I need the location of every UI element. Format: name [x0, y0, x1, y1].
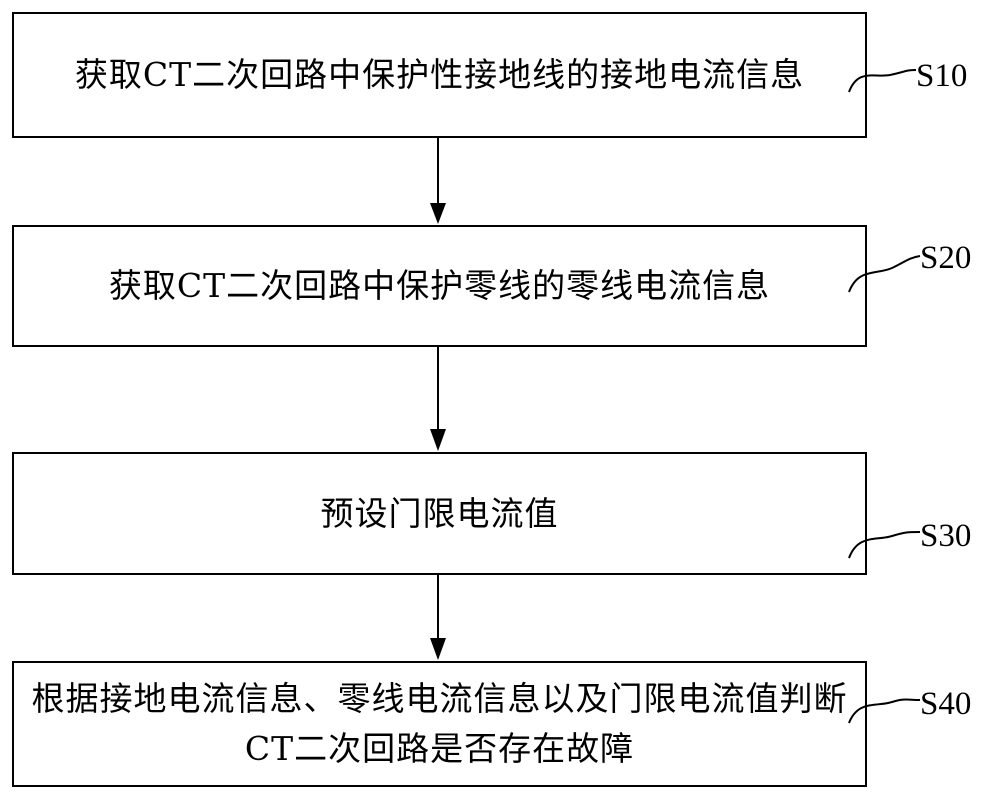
step-text-s40: 根据接地电流信息、零线电流信息以及门限电流值判断CT二次回路是否存在故障 — [31, 679, 848, 768]
leader-line-s10 — [848, 69, 917, 93]
step-text-s10: 获取CT二次回路中保护性接地线的接地电流信息 — [74, 55, 805, 94]
leader-line-s30 — [848, 531, 921, 559]
leader-line-s40 — [848, 698, 921, 724]
step-box-s30: 预设门限电流值 — [12, 452, 867, 575]
flow-arrow-s30-s40 — [430, 575, 446, 660]
step-label-s20: S20 — [920, 240, 972, 276]
flow-arrow-s10-s20 — [430, 138, 446, 224]
step-label-s40: S40 — [920, 686, 972, 722]
step-label-s30: S30 — [920, 518, 972, 554]
leader-line-s20 — [848, 255, 921, 293]
step-box-s10: 获取CT二次回路中保护性接地线的接地电流信息 — [12, 12, 867, 138]
step-label-s10: S10 — [916, 58, 968, 94]
flow-arrow-s20-s30 — [430, 347, 446, 451]
step-text-s30: 预设门限电流值 — [320, 493, 559, 533]
step-text-s20: 获取CT二次回路中保护零线的零线电流信息 — [108, 266, 771, 305]
step-box-s20: 获取CT二次回路中保护零线的零线电流信息 — [12, 225, 867, 347]
step-box-s40: 根据接地电流信息、零线电流信息以及门限电流值判断CT二次回路是否存在故障 — [12, 661, 867, 787]
